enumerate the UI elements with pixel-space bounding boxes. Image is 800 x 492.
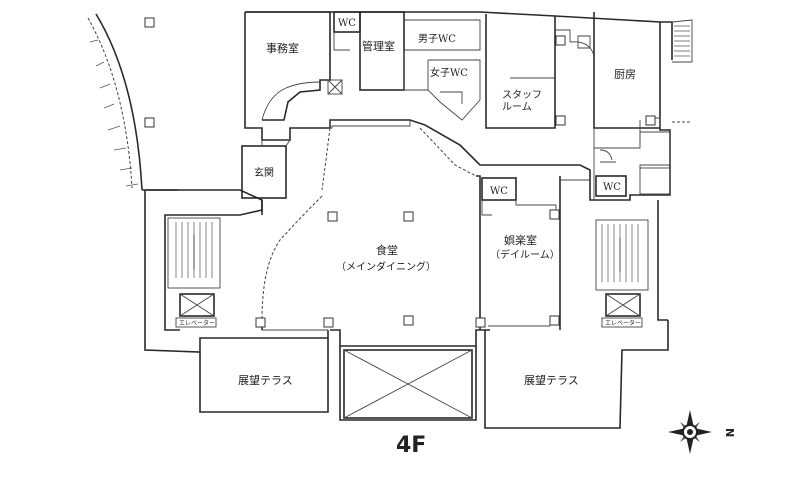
compass-icon	[668, 410, 712, 454]
wc-middle-label: WC	[490, 186, 508, 197]
recreation-label-line1: 娯楽室	[504, 233, 537, 247]
stairwell-right	[595, 219, 649, 291]
staff-room-label-line1: スタッフ	[502, 89, 542, 101]
dining-hall	[261, 120, 481, 331]
floor-label: 4F	[396, 433, 426, 458]
staff-room-label-line2: ルーム	[502, 101, 532, 113]
dining-label-line1: 食堂	[376, 243, 398, 257]
recreation-label-line2: （デイルーム）	[490, 248, 560, 261]
office-label: 事務室	[266, 41, 299, 55]
curved-facade	[87, 13, 178, 191]
columns	[144, 17, 656, 328]
entrance-label: 玄関	[254, 166, 274, 179]
upper-right-rooms	[485, 12, 692, 200]
elevator-left	[175, 293, 217, 328]
terrace-left-label: 展望テラス	[238, 374, 293, 387]
north-label: N	[723, 428, 736, 437]
outer-walls	[144, 11, 673, 429]
wc-top-label: WC	[338, 18, 356, 29]
stairwell-left	[167, 217, 221, 289]
entrance-area	[241, 139, 291, 199]
elevator-right-label: エレベーター	[605, 319, 641, 327]
kitchen-label: 厨房	[614, 68, 636, 81]
exterior-stair	[671, 19, 693, 63]
womens-wc-label: 女子WC	[430, 66, 468, 79]
manager-room-label: 管理室	[362, 39, 395, 53]
upper-left-rooms	[245, 11, 481, 121]
central-void	[343, 349, 473, 419]
elevator-right	[601, 293, 643, 328]
mens-wc-label: 男子WC	[418, 33, 456, 45]
terrace-right-label: 展望テラス	[524, 374, 579, 387]
elevator-left-label: エレベーター	[179, 319, 215, 327]
dining-label-line2: （メインダイニング）	[336, 260, 436, 273]
wc-right-label: WC	[603, 182, 621, 193]
